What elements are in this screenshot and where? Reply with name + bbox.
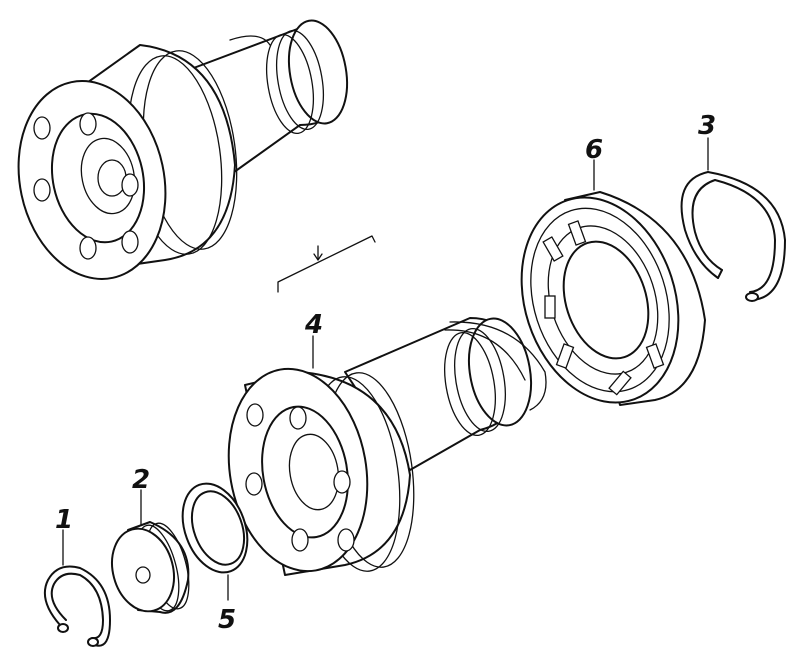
callout-6: 6 xyxy=(585,135,603,165)
callout-5: 5 xyxy=(218,605,236,635)
callout-2: 2 xyxy=(132,465,150,495)
assembled-hub xyxy=(17,19,349,280)
callout-3: 3 xyxy=(698,111,716,141)
part-3-snap-ring xyxy=(680,137,786,302)
part-5-ring xyxy=(181,482,249,601)
part-4-hub xyxy=(227,317,547,576)
part-2-cap xyxy=(111,489,190,614)
part-6-bearing xyxy=(520,159,706,406)
callout-1: 1 xyxy=(55,505,73,535)
part-1-circlip xyxy=(44,529,111,647)
callout-4: 4 xyxy=(304,310,323,340)
explode-bracket xyxy=(277,235,376,293)
